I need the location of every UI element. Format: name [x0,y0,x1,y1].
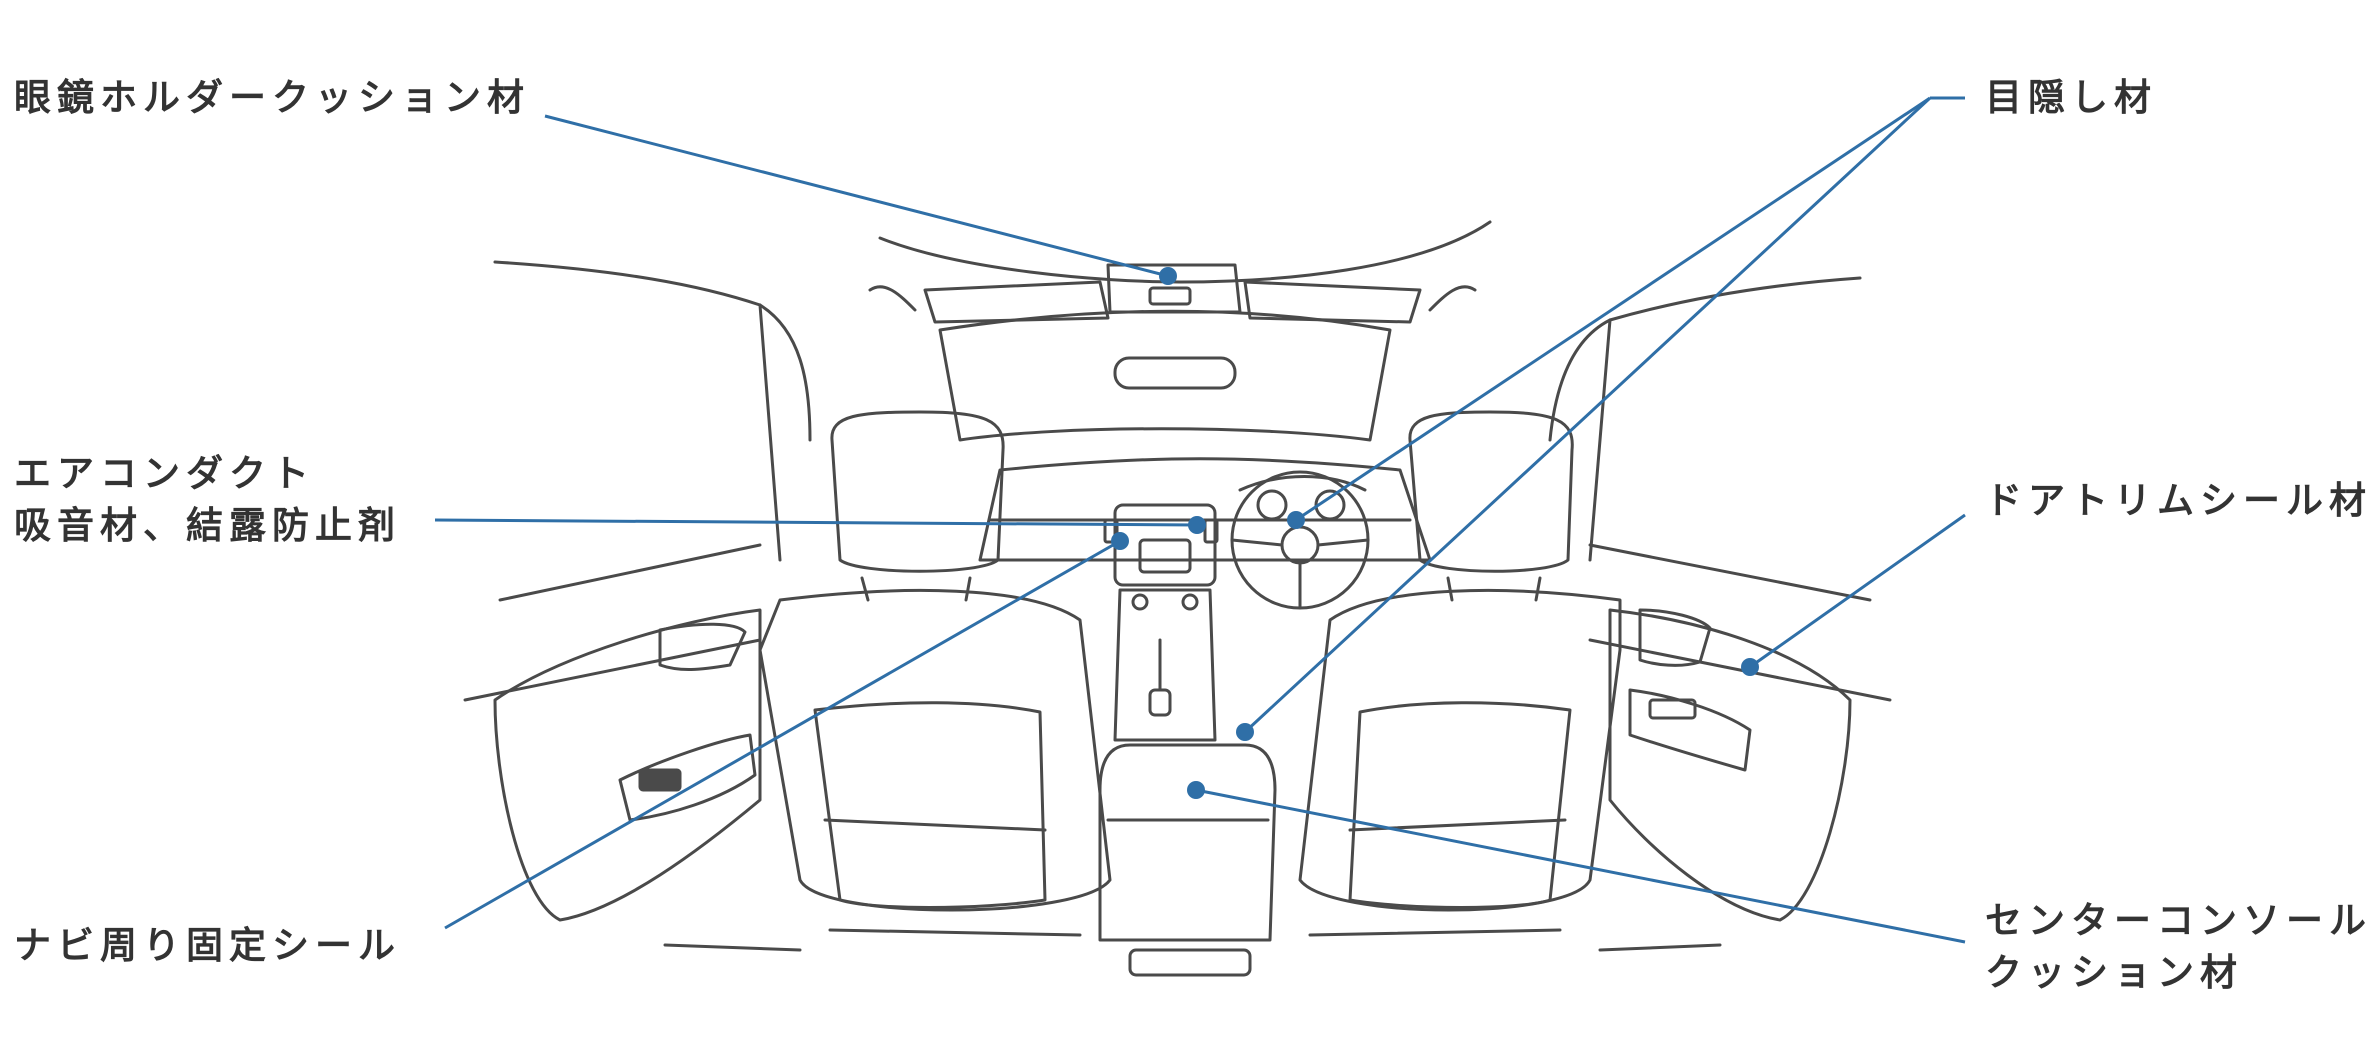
leader-line-glasses-holder [544,114,1169,278]
label-navi-seal-text: ナビ周り固定シール [14,924,401,967]
marker-blindfold-console [1236,723,1254,741]
car-interior-sketch [463,220,1892,977]
label-door-trim-text: ドアトリムシール材 [1985,479,2370,522]
leader-line-blindfold-b [1295,96,1931,522]
marker-blindfold-cluster [1287,511,1305,529]
label-center-console-line2: クッション材 [1985,951,2243,994]
label-door-trim: ドアトリムシール材 [1985,475,2370,527]
label-blindfold-text: 目隠し材 [1985,76,2157,119]
label-center-console-line1: センターコンソール [1985,899,2370,942]
label-center-console: センターコンソール クッション材 [1985,895,2370,999]
leader-line-navi-seal [444,539,1121,930]
label-navi-seal: ナビ周り固定シール [14,920,401,972]
leader-line-door-trim [1749,513,1966,669]
marker-aircon-duct [1188,516,1206,534]
label-glasses-holder-text: 眼鏡ホルダークッション材 [14,76,530,119]
markers [1111,267,1759,799]
marker-center-console [1187,781,1205,799]
label-glasses-holder: 眼鏡ホルダークッション材 [14,72,530,124]
leader-line-aircon-duct [434,518,1198,527]
marker-door-trim [1741,658,1759,676]
leader-line-center-console [1195,788,1966,944]
label-blindfold: 目隠し材 [1985,72,2157,124]
label-aircon-duct: エアコンダクト 吸音材、結露防止剤 [14,448,401,552]
marker-navi-seal [1111,532,1129,550]
leader-lines [434,96,1966,944]
label-aircon-duct-line1: エアコンダクト [14,452,315,495]
label-aircon-duct-line2: 吸音材、結露防止剤 [14,504,401,547]
marker-glasses-holder [1159,267,1177,285]
leader-line-blindfold-c [1243,96,1932,734]
